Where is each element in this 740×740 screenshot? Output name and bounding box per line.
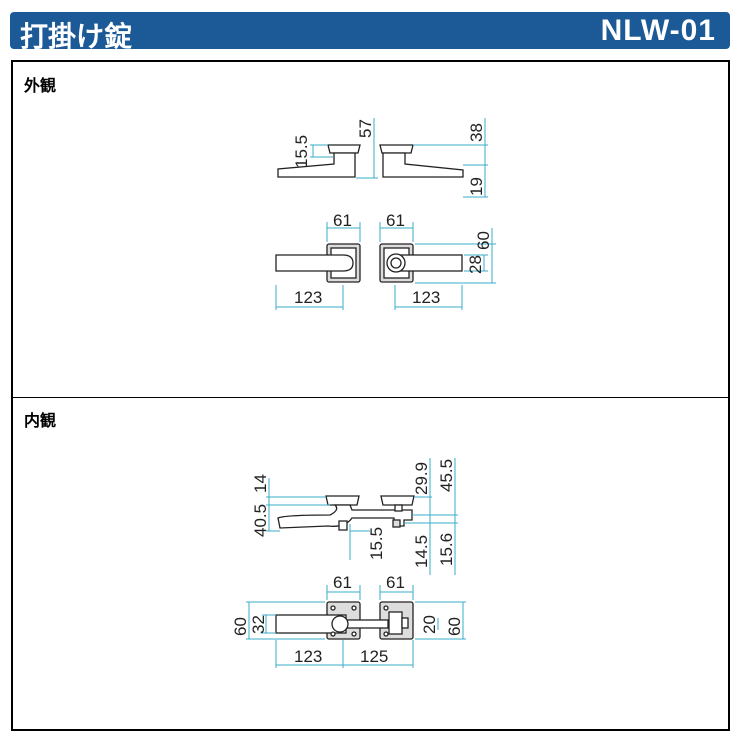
exterior-front-view: 61 61 123 123 60 28 — [275, 211, 496, 310]
exterior-side-view: 15.5 57 38 19 — [277, 118, 488, 198]
dim-right-lever-length: 123 — [412, 288, 440, 307]
dim-int-lever-height: 32 — [249, 615, 268, 634]
dim-interior-projection: 40.5 — [251, 504, 270, 537]
header-bar: 打掛け錠 NLW-01 — [10, 12, 730, 53]
dim-int-right-rose-width: 61 — [386, 573, 405, 592]
dim-left-rose-width: 61 — [333, 211, 352, 230]
dim-a: 29.9 — [412, 462, 431, 495]
dim-int-latch-length: 125 — [360, 647, 388, 666]
interior-side-view: 14 40.5 15.5 29.9 45.5 14.5 15.6 — [251, 458, 458, 575]
model-number: NLW-01 — [600, 14, 716, 47]
interior-front-view: 61 61 60 32 123 125 20 60 — [231, 573, 466, 668]
dim-d: 15.6 — [437, 533, 456, 566]
dim-c: 14.5 — [412, 535, 431, 568]
dim-int-left-rose-width: 61 — [333, 573, 352, 592]
dim-left-lever-length: 123 — [294, 288, 322, 307]
dim-lower: 19 — [467, 177, 486, 196]
dim-lever-height: 28 — [466, 255, 485, 274]
dim-upper: 38 — [467, 123, 486, 142]
dim-total-projection: 57 — [356, 119, 375, 138]
dim-b: 45.5 — [437, 459, 456, 492]
dim-rose-height: 15.5 — [292, 135, 311, 168]
section-label-exterior: 外観 — [24, 76, 57, 95]
dim-interior-rose: 14 — [251, 474, 270, 493]
page-title: 打掛け錠 — [20, 20, 133, 53]
dim-right-rose-width: 61 — [386, 211, 405, 230]
section-divider — [13, 397, 728, 398]
dim-int-left-height: 60 — [231, 617, 250, 636]
dim-rose-height-60: 60 — [474, 231, 493, 250]
dim-int-lever-length: 123 — [294, 647, 322, 666]
dim-latch-offset: 15.5 — [367, 527, 386, 560]
dim-int-right-height: 60 — [445, 617, 464, 636]
section-label-interior: 内観 — [24, 411, 57, 430]
drawing-frame: 外観 内観 — [11, 60, 730, 731]
dim-int-catch-height: 20 — [420, 615, 439, 634]
